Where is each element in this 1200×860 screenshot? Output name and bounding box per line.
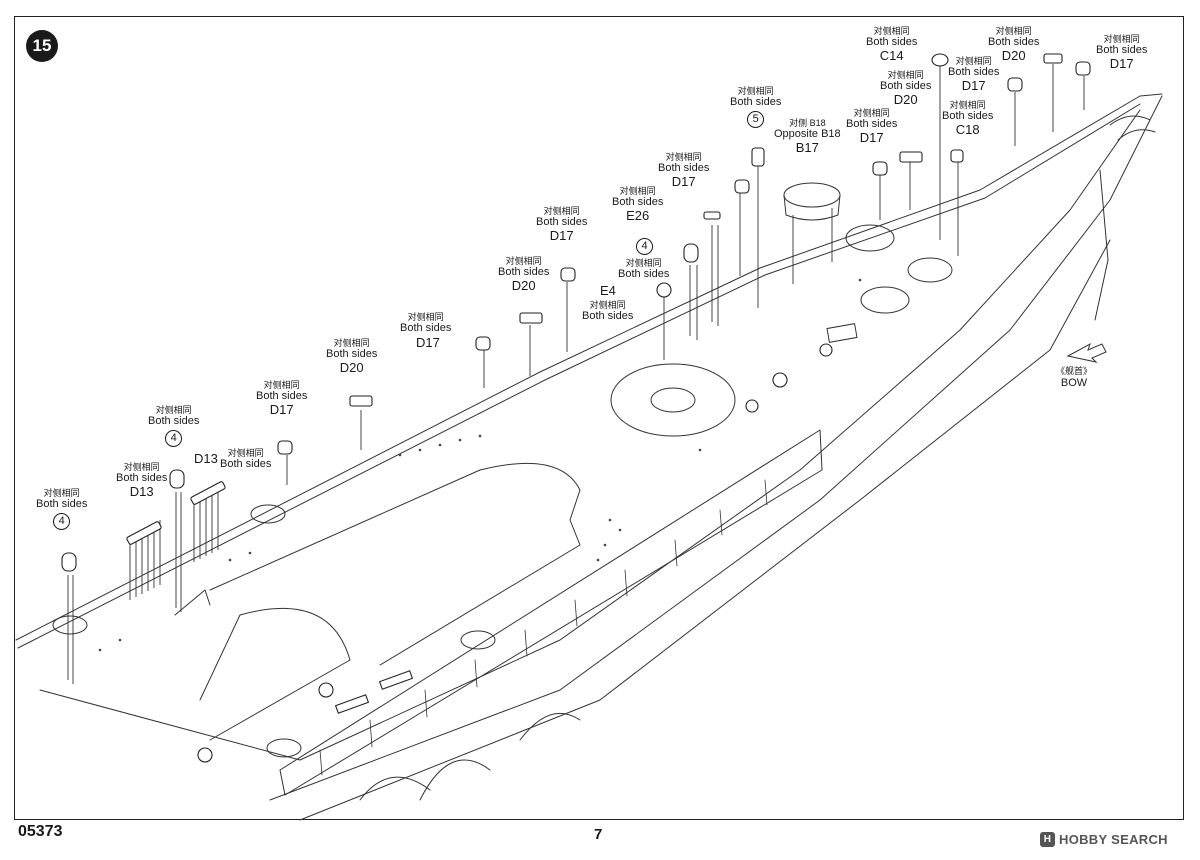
- casemate-band: [279, 429, 823, 796]
- part-number: D13: [129, 483, 154, 499]
- callout-en: Both sides: [36, 498, 88, 511]
- hobby-search-logo-icon: H: [1040, 832, 1055, 847]
- deck-edge-port: [15, 93, 1163, 641]
- hull-lower: [299, 239, 1111, 821]
- deck-edge-port-inner: [17, 103, 1141, 649]
- kit-code: 05373: [18, 823, 63, 840]
- bow-arrow-icon: [1066, 342, 1107, 363]
- bulge-line: [359, 776, 431, 801]
- deckhouse-outline: [209, 462, 581, 666]
- diagram-frame: [14, 16, 1184, 820]
- callout-c7-part: D17: [416, 335, 440, 350]
- deck-dots: [98, 278, 862, 652]
- bow-en: BOW: [1060, 377, 1088, 389]
- quantity-circle: 5: [747, 110, 765, 128]
- brand-watermark: H HOBBY SEARCH: [1040, 832, 1168, 847]
- barbette-a: [610, 363, 736, 437]
- quantity-circle: 4: [636, 238, 653, 255]
- hull-bow: [1094, 169, 1109, 321]
- leader-lines: [67, 64, 1085, 684]
- quantity-circle: 4: [165, 429, 183, 447]
- callout-c10: 4: [636, 236, 653, 255]
- b17-shield: [783, 182, 841, 208]
- callout-c11-part: E4: [600, 283, 616, 298]
- hull-side: [269, 95, 1163, 801]
- deck-edge-starboard: [39, 109, 1141, 761]
- barbette-b: [845, 224, 895, 252]
- bow-indicator: 《舰首》 BOW: [1056, 342, 1092, 389]
- step-number-badge: 15: [26, 30, 58, 62]
- callout-cn: 对侧相同: [43, 488, 80, 498]
- callout-c1: 对侧相同 Both sides 4: [36, 488, 87, 530]
- callout-c4-part: D13: [194, 451, 218, 467]
- brand-text: HOBBY SEARCH: [1059, 832, 1168, 847]
- page-number: 7: [594, 826, 603, 843]
- part-number: D13: [194, 451, 218, 466]
- parts: [61, 53, 1091, 763]
- bow-cn: 《舰首》: [1056, 366, 1093, 376]
- quantity-circle: 4: [53, 512, 71, 530]
